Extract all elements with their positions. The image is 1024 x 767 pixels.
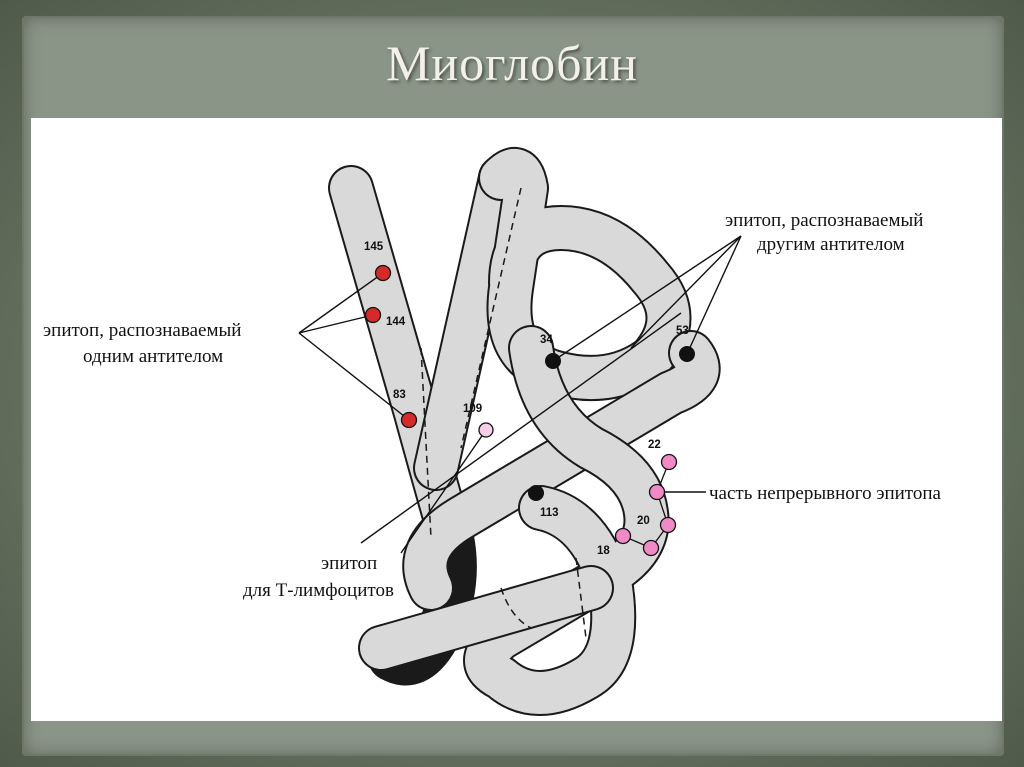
residue-21-dot — [650, 485, 665, 500]
residue-53-dot — [679, 346, 695, 362]
myoglobin-diagram: 145 144 83 109 34 53 113 22 20 18 эпитоп… — [31, 118, 1002, 721]
residue-18-label: 18 — [597, 545, 610, 557]
residue-109-dot — [479, 423, 493, 437]
residue-20-label: 20 — [637, 515, 650, 527]
residue-34-label: 34 — [540, 334, 553, 346]
protein-chain — [351, 170, 698, 693]
one-antibody-line2: одним антителом — [83, 346, 223, 367]
residue-83-dot — [402, 413, 417, 428]
residue-145-dot — [376, 266, 391, 281]
continuous-epitope-label: часть непрерывного эпитопа — [709, 483, 942, 504]
slide-title: Миоглобин — [0, 34, 1024, 92]
residue-83-label: 83 — [393, 389, 406, 401]
residue-22-dot — [662, 455, 677, 470]
other-antibody-line2: другим антителом — [757, 234, 905, 255]
residue-18-dot — [616, 529, 631, 544]
t-cell-line2: для Т-лимфоцитов — [243, 580, 394, 601]
residue-34-dot — [545, 353, 561, 369]
residue-144-label: 144 — [386, 316, 406, 328]
residue-145-label: 145 — [364, 241, 384, 253]
pointer-144 — [299, 315, 373, 333]
residue-109-label: 109 — [463, 403, 482, 415]
residue-113-dot — [528, 485, 544, 501]
residue-53-label: 53 — [676, 325, 689, 337]
one-antibody-line1: эпитоп, распознаваемый — [43, 320, 241, 341]
t-cell-line1: эпитоп — [321, 553, 377, 574]
residue-20-dot — [661, 518, 676, 533]
residue-113-label: 113 — [540, 507, 559, 519]
residue-22-label: 22 — [648, 439, 661, 451]
residue-19-dot — [644, 541, 659, 556]
myoglobin-svg: 145 144 83 109 34 53 113 22 20 18 эпитоп… — [31, 118, 1002, 721]
other-antibody-line1: эпитоп, распознаваемый — [725, 210, 923, 231]
residue-144-dot — [366, 308, 381, 323]
